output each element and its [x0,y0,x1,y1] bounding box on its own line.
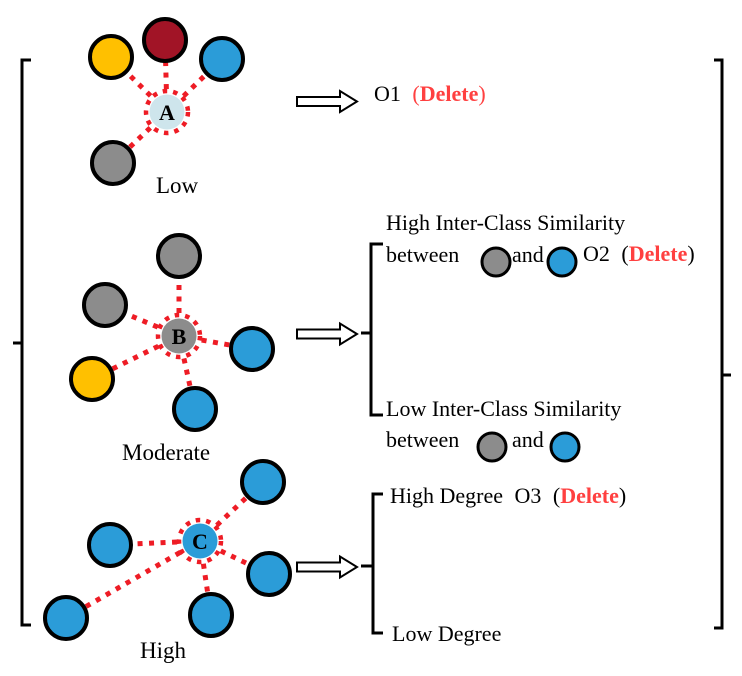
neighbor-node-gray [156,233,202,279]
neighbor-node-darkred [142,17,188,63]
inline-gray-circle [480,246,512,278]
center-nodes: A B C [143,88,224,565]
o2-delete-label: Delete [628,241,688,266]
node-a-label: A [159,100,175,125]
o3-high-degree-row: High Degree O3 (Delete) [390,483,626,509]
node-c-dotted-ring [176,517,224,565]
o1-row: O1 (Delete) [374,81,486,107]
o3-label: O3 [514,483,542,508]
o2-label: O2 [583,241,610,266]
arrow-b-icon [296,321,359,347]
neighbor-node-gray [90,140,136,186]
cluster-b-caption: Moderate [122,440,211,465]
neighbor-node-blue [240,459,286,505]
neighbor-node-yellow [88,34,134,80]
edge-c-blue-bottomleft [64,538,202,621]
arrow-a-icon [296,89,359,114]
cluster-c-caption: High [140,638,186,663]
neighbor-node-blue [43,595,89,641]
o3-delete-label: Delete [560,483,619,508]
o2-between-label-2: between [386,427,460,452]
o2-and-label: and [512,242,544,267]
node-a-fill [149,94,185,130]
left-bracket [13,58,31,627]
o1-delete-label: Delete [419,81,479,106]
o2-and-label-2: and [512,427,544,452]
o2-low-similarity-line: Low Inter-Class Similarity [386,396,622,421]
node-a-dotted-ring [143,88,191,136]
neighbor-node-gray [82,282,128,328]
o2-paren-open: ( [621,241,629,266]
o3-paren-open: ( [552,483,561,508]
o2-bracket [361,242,383,417]
neighbor-nodes [43,17,292,641]
neighbor-node-blue [229,326,275,372]
right-bracket [714,58,731,630]
node-c-fill [182,523,218,559]
o1-label: O1 [374,81,401,106]
node-b-fill [161,318,197,354]
neighbor-node-blue [87,522,133,568]
node-b-label: B [172,324,187,349]
o3-low-degree-label: Low Degree [392,621,502,646]
inline-blue-circle [546,246,578,278]
node-b-dotted-ring [155,312,203,360]
o2-between-label: between [386,242,460,267]
o2-row: O2 (Delete) [583,241,695,267]
inline-gray-circle [476,431,508,463]
o3-high-degree-label: High Degree [390,483,504,508]
neighbor-node-blue [172,386,218,432]
o1-paren-close: ) [478,81,486,106]
inline-blue-circle [549,431,581,463]
neighbor-node-yellow [69,356,115,402]
cluster-a-caption: Low [156,173,199,198]
o1-paren-open: ( [412,81,420,106]
inline-circles [476,246,581,463]
o2-high-similarity-line: High Inter-Class Similarity [386,210,626,235]
o3-paren-close: ) [618,483,627,508]
dotted-rings [143,88,224,565]
o2-paren-close: ) [687,241,695,266]
neighbor-node-blue [246,551,292,597]
node-c-label: C [192,529,208,554]
arrow-c-icon [296,554,359,580]
neighbor-node-blue [199,36,245,82]
o3-bracket [361,492,383,635]
neighbor-node-blue [188,592,234,638]
